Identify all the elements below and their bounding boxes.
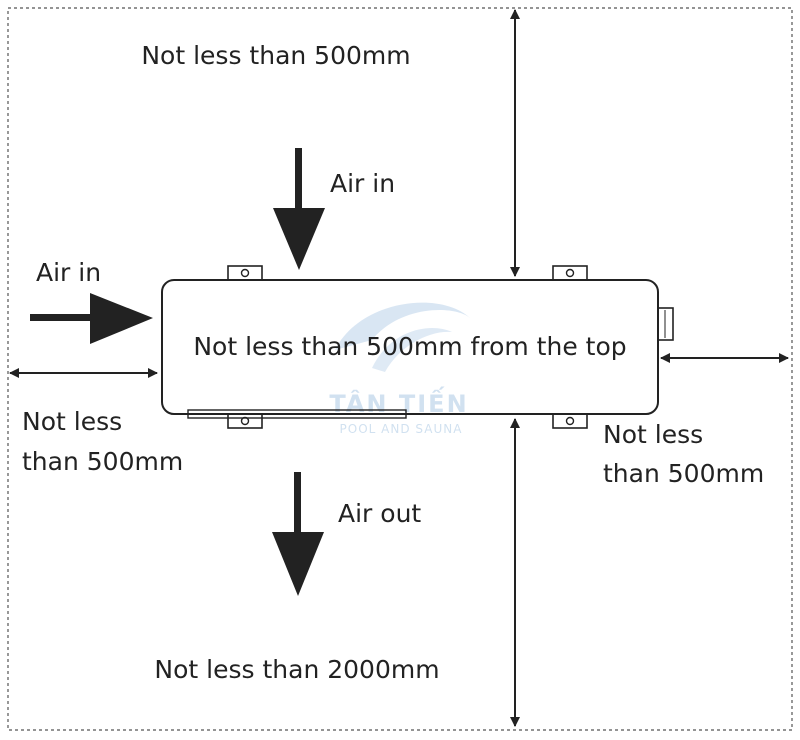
- air-in-left-label: Air in: [36, 258, 101, 287]
- left-clearance-label-line2: than 500mm: [22, 447, 183, 476]
- air-out-label: Air out: [338, 499, 421, 528]
- heat-pump-unit: Not less than 500mm from the top: [161, 265, 674, 429]
- mounting-bracket-bottom-left: [227, 413, 263, 429]
- watermark-name: TÂN TIẾN: [329, 385, 468, 418]
- air-out-arrow: [272, 472, 324, 596]
- bottom-rail: [187, 409, 407, 419]
- air-in-top-label: Air in: [330, 169, 395, 198]
- bottom-clearance-label: Not less than 2000mm: [154, 655, 439, 684]
- mounting-bracket-bottom-right: [552, 413, 588, 429]
- watermark-subtitle: POOL AND SAUNA: [340, 422, 463, 436]
- top-clearance-label: Not less than 500mm: [141, 41, 410, 70]
- side-connector: [657, 307, 674, 341]
- installation-boundary: [7, 7, 793, 731]
- mounting-bracket-top-right: [552, 265, 588, 281]
- left-clearance-label-line1: Not less: [22, 407, 122, 436]
- watermark-logo: TÂN TIẾN POOL AND SAUNA: [329, 302, 470, 436]
- right-clearance-label-line2: than 500mm: [603, 459, 764, 488]
- mounting-bracket-top-left: [227, 265, 263, 281]
- right-clearance-label-line1: Not less: [603, 420, 703, 449]
- air-in-left-arrow: [30, 293, 153, 344]
- air-in-top-arrow: [273, 148, 325, 270]
- unit-center-label: Not less than 500mm from the top: [193, 332, 626, 361]
